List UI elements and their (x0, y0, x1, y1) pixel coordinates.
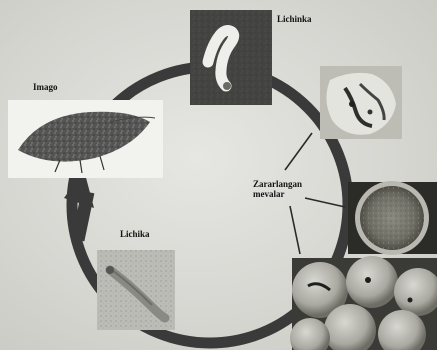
damaged-fruit-label-line1: Zararlangan (253, 179, 302, 189)
small-larva-photo (97, 250, 175, 330)
damaged-fruit-label-line2: mevalar (253, 189, 302, 199)
damaged-fruit-round-photo (348, 181, 437, 255)
larva-left-label: Lichika (120, 229, 150, 239)
adult-moth-photo (8, 100, 163, 178)
larva-top-label: Lichinka (277, 14, 312, 24)
imago-label: Imago (33, 82, 58, 92)
damaged-fruits-pile-photo (290, 256, 437, 350)
top-larva-photo (190, 10, 272, 105)
damaged-fruit-label: Zararlangan mevalar (253, 179, 302, 199)
damaged-fruit-interior-photo (320, 66, 402, 139)
